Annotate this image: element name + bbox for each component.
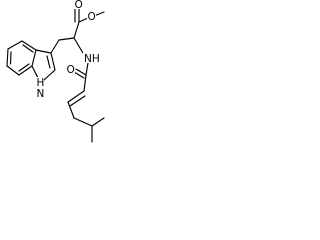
bond-c4-c5 [7, 40, 23, 50]
molecule-structure: O O NH H N O [6, 0, 105, 143]
amide-nh-label: NH [84, 53, 100, 65]
bond-alkene-double-b [69, 95, 86, 107]
amide-oxygen-label: O [67, 64, 75, 76]
bond-c3a-c4 [21, 40, 37, 51]
indole-nh-mask [36, 77, 44, 87]
bond-ch-methyl-right [91, 117, 105, 127]
indole-h-label: H [37, 77, 45, 89]
bond-o-carbonyl [78, 17, 89, 23]
bond-alpha-ch2 [58, 37, 75, 41]
amide-nh-mask [83, 52, 101, 63]
bond-ch2-indole-c3 [50, 39, 60, 54]
bond-c3a-c3 [35, 49, 52, 54]
bond-benzene-inner-1 [22, 44, 34, 53]
bond-amide-c-alkene [83, 74, 87, 92]
bond-n1-c7a [31, 65, 39, 79]
label-layer: O O NH H N O [36, 0, 101, 100]
bond-c7-c7a [18, 65, 33, 76]
bond-c2-n1 [43, 69, 56, 81]
bond-ch2-ch [73, 117, 93, 127]
amide-o-mask [66, 64, 75, 74]
bond-c6-c7 [6, 65, 20, 76]
ester-carbonyl-o-mask [74, 0, 82, 9]
bond-c3-c2-inner [46, 55, 51, 69]
bond-amide-c-o-a [75, 68, 87, 76]
ester-methoxy-oxygen-label: O [88, 11, 96, 23]
bond-alpha-nh [73, 37, 84, 54]
bond-carbonyl-alpha [73, 21, 80, 39]
bond-c3-c2 [50, 52, 56, 71]
indole-n-mask [36, 87, 45, 98]
bond-benzene-inner-2 [9, 51, 12, 65]
ester-methoxy-o-mask [87, 11, 96, 21]
bond-alkene-ch2 [67, 101, 75, 119]
bond-c7a-c3a [31, 49, 37, 67]
indole-n-label: N [37, 88, 45, 100]
bond-benzene-inner-3 [18, 63, 30, 72]
ester-carbonyl-oxygen-label: O [75, 0, 83, 11]
bond-amide-c-o-b [73, 71, 85, 79]
bond-nh-amide-c [85, 62, 89, 76]
bond-c5-c6 [6, 48, 9, 67]
bond-alkene-double-a [67, 90, 85, 103]
bond-layer [6, 6, 105, 143]
